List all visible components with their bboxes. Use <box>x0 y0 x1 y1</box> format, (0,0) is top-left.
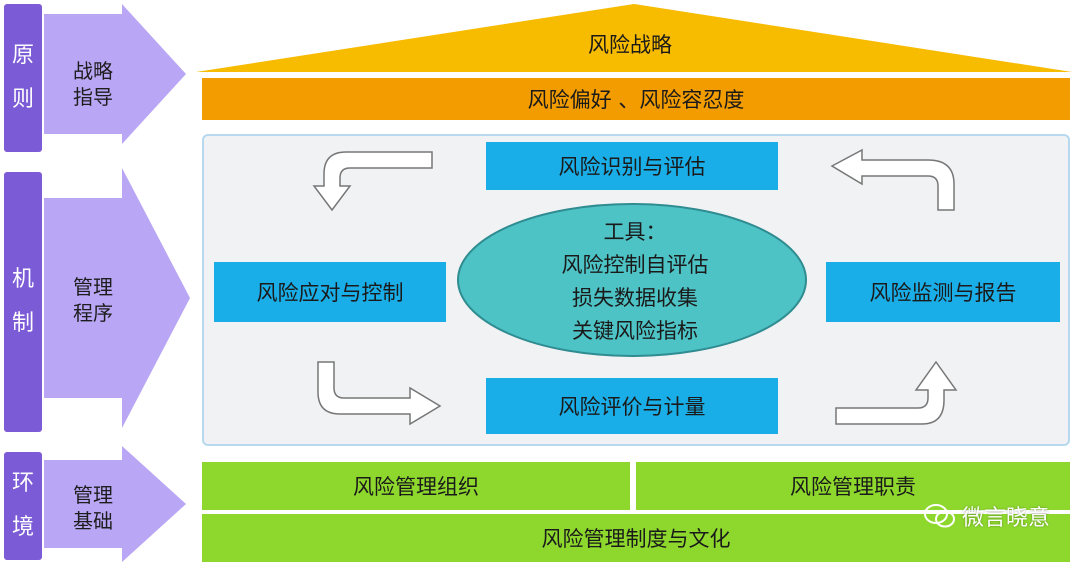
tools-item: 风险控制自评估 <box>561 253 709 277</box>
tools-text: 工具： 风险控制自评估 损失数据收集 关键风险指标 <box>500 216 770 348</box>
side-tab-char: 原 <box>11 43 34 68</box>
side-tab-mechanism: 机 制 <box>4 172 42 432</box>
arrow-label-foundation: 管理 基础 <box>58 482 128 534</box>
risk-identify-box: 风险识别与评估 <box>486 142 778 190</box>
risk-culture-bar: 风险管理制度与文化 <box>202 514 1070 562</box>
cycle-arrow-bottom-right-icon <box>835 360 958 425</box>
cycle-arrow-top-left-icon <box>312 151 433 212</box>
arrow-management-procedure <box>44 168 190 428</box>
tools-title: 工具： <box>603 220 667 244</box>
side-tab-char: 制 <box>11 311 34 336</box>
cycle-arrow-bottom-left-icon <box>317 361 442 426</box>
side-tab-char: 环 <box>11 471 34 496</box>
arrow-label-line: 基础 <box>73 509 113 533</box>
watermark-text: 微言晓意 <box>961 506 1050 531</box>
arrow-strategy-guidance <box>44 4 186 144</box>
side-tab-char: 则 <box>11 87 34 112</box>
side-tab-environment: 环 境 <box>4 452 42 560</box>
tools-ellipse <box>457 203 807 357</box>
tools-item: 损失数据收集 <box>572 286 698 310</box>
arrow-label-line: 程序 <box>73 301 113 325</box>
strategy-roof <box>196 4 1072 72</box>
risk-org-bar: 风险管理组织 <box>202 462 630 510</box>
cycle-arrow-top-right-icon <box>830 148 955 211</box>
side-tab-char: 机 <box>11 267 34 292</box>
strategy-roof-label: 风险战略 <box>588 33 672 57</box>
arrow-management-foundation <box>44 446 186 562</box>
risk-respond-box: 风险应对与控制 <box>214 262 446 322</box>
risk-monitor-box: 风险监测与报告 <box>826 262 1060 322</box>
risk-appetite-bar: 风险偏好 、风险容忍度 <box>202 78 1070 120</box>
risk-duty-bar: 风险管理职责 <box>636 462 1070 510</box>
arrow-label-line: 指导 <box>73 85 113 109</box>
wechat-icon <box>923 504 955 528</box>
arrow-label-line: 战略 <box>73 59 113 83</box>
tools-item: 关键风险指标 <box>572 319 698 343</box>
arrow-label-strategy: 战略 指导 <box>58 58 128 110</box>
arrow-label-line: 管理 <box>73 275 113 299</box>
side-tab-char: 境 <box>11 515 34 540</box>
watermark: 微言晓意 <box>923 500 1050 532</box>
risk-measure-box: 风险评价与计量 <box>486 378 778 434</box>
arrow-label-line: 管理 <box>73 483 113 507</box>
arrow-label-procedure: 管理 程序 <box>58 274 128 326</box>
side-tab-principle: 原 则 <box>4 4 42 152</box>
